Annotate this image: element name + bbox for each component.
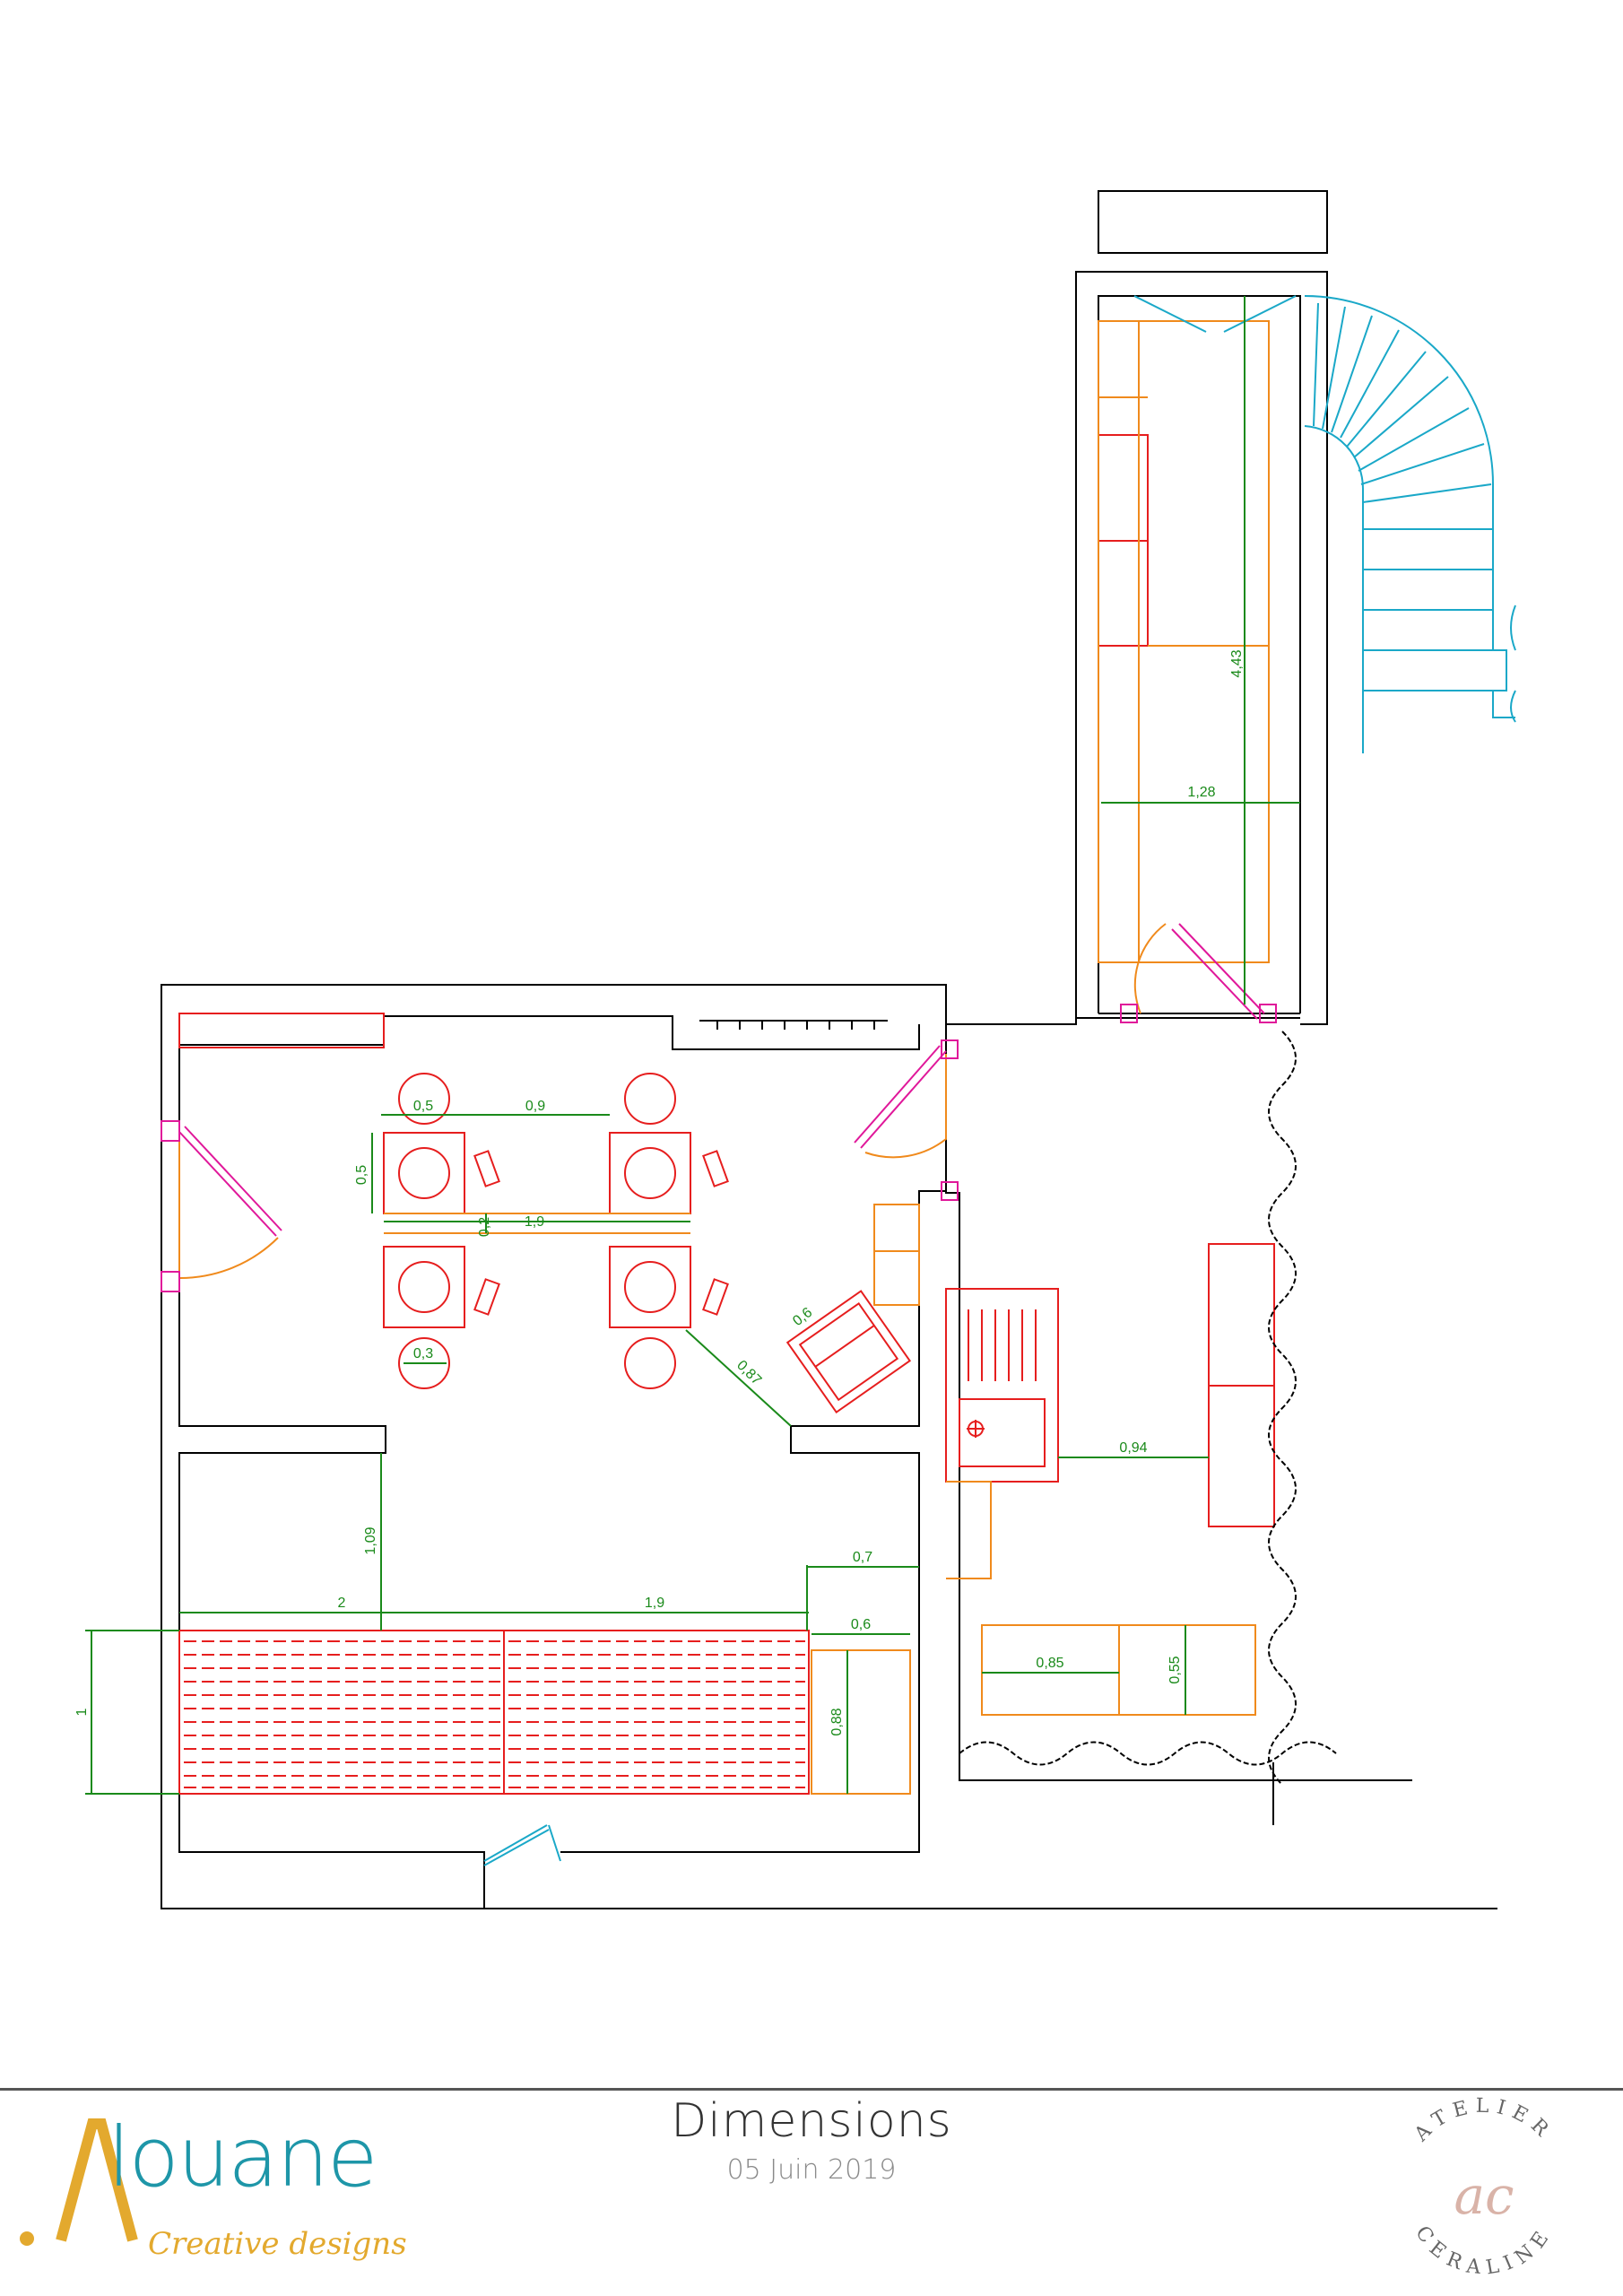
brand-right-bottom: CERALINE (1410, 2222, 1557, 2280)
dim-label: 0,88 (829, 1708, 845, 1735)
page-date: 05 Juin 2019 (726, 2154, 897, 2186)
dimension-lines (85, 296, 1300, 1795)
footer-divider (0, 2088, 1623, 2091)
doors (161, 923, 1277, 1292)
floor-plan: 4,43 1,28 0,5 0,9 0,5 0,2 1,9 0,3 0,6 0,… (74, 190, 1516, 1909)
dim-label: 4,43 (1229, 649, 1245, 677)
dim-label: 0,2 (477, 1217, 492, 1237)
brand-logo-right: ATELIER ac CERALINE (1410, 2095, 1558, 2280)
dim-label: 0,7 (853, 1550, 872, 1565)
dim-label: 1,09 (363, 1526, 378, 1554)
dim-label: 1,28 (1187, 785, 1215, 800)
dim-label: 0,5 (354, 1165, 369, 1185)
dim-label: 0,3 (413, 1346, 433, 1361)
dimension-labels: 4,43 1,28 0,5 0,9 0,5 0,2 1,9 0,3 0,6 0,… (74, 649, 1245, 1735)
dim-label: 0,94 (1119, 1440, 1147, 1456)
radiator (699, 1020, 888, 1030)
dim-label: 0,87 (733, 1358, 764, 1388)
dim-label: 0,9 (525, 1099, 545, 1114)
page-title: Dimensions (671, 2094, 952, 2148)
furniture (178, 434, 1275, 1795)
bed-hatching (184, 1640, 805, 1788)
dim-label: 1,9 (525, 1214, 544, 1230)
curtain-walls (959, 1031, 1337, 1786)
dim-label: 0,85 (1036, 1656, 1063, 1671)
counters (178, 320, 1270, 1795)
stairs (483, 295, 1516, 1866)
logo-a-mark-icon (20, 2118, 138, 2246)
dim-label: 0,6 (851, 1617, 871, 1632)
brand-tagline: Creative designs (148, 2226, 407, 2262)
dim-label: 1 (74, 1708, 90, 1716)
dim-label: 0,55 (1167, 1656, 1183, 1683)
brand-right-top: ATELIER (1410, 2095, 1558, 2147)
dim-label: 1,9 (645, 1596, 664, 1611)
brand-monogram: ac (1454, 2165, 1514, 2226)
dim-label: 2 (338, 1596, 346, 1611)
brand-name: louane (108, 2109, 378, 2205)
dim-label: 0,5 (413, 1099, 433, 1114)
